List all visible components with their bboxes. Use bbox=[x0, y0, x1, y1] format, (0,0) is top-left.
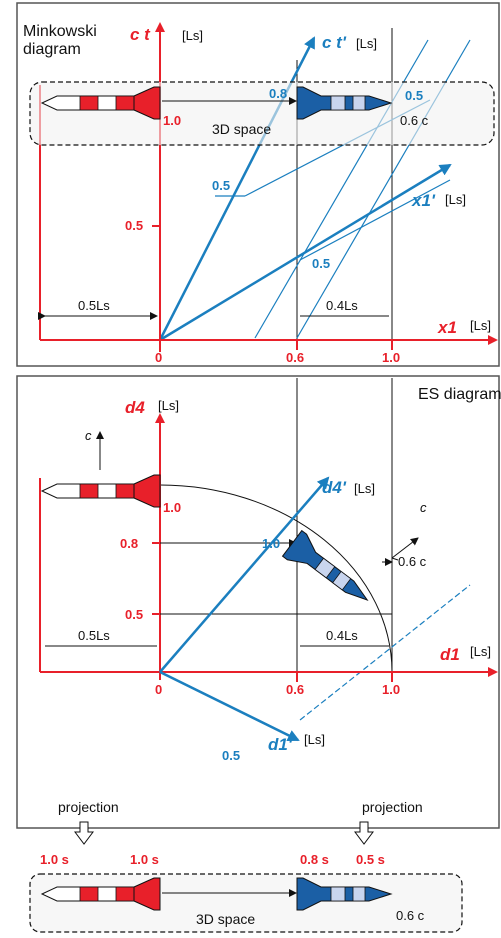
d4p-axis-label: d4' bbox=[322, 478, 347, 497]
es-frame bbox=[16, 375, 500, 829]
tick-0-label-b: 0 bbox=[155, 682, 162, 697]
tick-0-label: 0 bbox=[155, 350, 162, 365]
d1-axis-label: d1 bbox=[440, 645, 460, 664]
tick-06-label-b: 0.6 bbox=[286, 682, 304, 697]
thin-blue-b1 bbox=[299, 584, 471, 721]
es-title: ES diagram bbox=[418, 386, 501, 403]
label-red-10-b: 1.0 bbox=[163, 500, 181, 515]
d4p-axis bbox=[159, 476, 330, 673]
minkowski-title-2: diagram bbox=[23, 41, 81, 58]
c-arrow-right bbox=[391, 537, 419, 559]
minkowski-frame bbox=[16, 2, 500, 367]
dist-right-label-b: 0.4Ls bbox=[326, 628, 358, 643]
label-red-08-b: 0.8 bbox=[120, 536, 138, 551]
space-label-bottom: 3D space bbox=[196, 911, 255, 927]
projection-right: projection bbox=[362, 799, 423, 815]
tick-10-label: 1.0 bbox=[382, 350, 400, 365]
label-red-10: 1.0 bbox=[163, 113, 181, 128]
d4-axis-label: d4 bbox=[125, 398, 145, 417]
label-blue-10-b: 1.0 bbox=[262, 536, 280, 551]
label-red-05: 0.5 bbox=[125, 218, 143, 233]
label-blue-05-left: 0.5 bbox=[212, 178, 230, 193]
dist-right-label: 0.4Ls bbox=[326, 298, 358, 313]
label-blue-05-mid: 0.5 bbox=[312, 256, 330, 271]
proj-t2: 1.0 s bbox=[130, 852, 159, 867]
es-panel: ES diagram c c 0.6 c 1.0 bbox=[16, 375, 501, 829]
d1-units: [Ls] bbox=[470, 644, 491, 659]
rocket-red-b bbox=[41, 474, 161, 508]
proj-t1: 1.0 s bbox=[40, 852, 69, 867]
d1p-axis-label: d1' bbox=[268, 735, 293, 754]
label-blue-05-b: 0.5 bbox=[222, 748, 240, 763]
x1p-units: [Ls] bbox=[445, 192, 466, 207]
label-red-05-b: 0.5 bbox=[125, 607, 143, 622]
dist-left-label: 0.5Ls bbox=[78, 298, 110, 313]
projection-left: projection bbox=[58, 799, 119, 815]
projection-arrow-left bbox=[74, 821, 94, 845]
c-corner bbox=[391, 557, 399, 561]
label-blue-08: 0.8 bbox=[269, 86, 287, 101]
c-label-left: c bbox=[85, 428, 92, 443]
c-label-right: c bbox=[420, 500, 427, 515]
d1p-units: [Ls] bbox=[304, 732, 325, 747]
label-speed-top: 0.6 c bbox=[400, 113, 429, 128]
x1p-axis bbox=[159, 163, 452, 342]
projection-arrow-right bbox=[354, 821, 374, 845]
ct-axis-label: c t bbox=[130, 25, 151, 44]
label-blue-05-top: 0.5 bbox=[405, 88, 423, 103]
x1-units: [Ls] bbox=[470, 318, 491, 333]
projection-panel: projection projection 1.0 s 1.0 s 0.8 s … bbox=[29, 799, 463, 933]
space-label-top: 3D space bbox=[212, 121, 271, 137]
d4-units: [Ls] bbox=[158, 398, 179, 413]
tick-06-label: 0.6 bbox=[286, 350, 304, 365]
x1-axis-label: x1 bbox=[437, 318, 457, 337]
ctp-axis-label: c t' bbox=[322, 33, 347, 52]
dist-left-label-b: 0.5Ls bbox=[78, 628, 110, 643]
thin-blue-4 bbox=[299, 179, 451, 261]
proj-t4: 0.5 s bbox=[356, 852, 385, 867]
minkowski-panel: Minkowski diagram 3D space 1.0 0.8 0.5 0 bbox=[16, 2, 500, 367]
x1p-axis-label: x1' bbox=[411, 191, 436, 210]
d1p-axis bbox=[159, 670, 300, 742]
ct-units: [Ls] bbox=[182, 28, 203, 43]
speed-label-b: 0.6 c bbox=[398, 554, 427, 569]
d4p-units: [Ls] bbox=[354, 481, 375, 496]
ctp-units: [Ls] bbox=[356, 36, 377, 51]
unit-arc bbox=[159, 484, 393, 673]
speed-label-proj: 0.6 c bbox=[396, 908, 425, 923]
tick-10-label-b: 1.0 bbox=[382, 682, 400, 697]
proj-t3: 0.8 s bbox=[300, 852, 329, 867]
minkowski-title-1: Minkowski bbox=[23, 23, 97, 40]
